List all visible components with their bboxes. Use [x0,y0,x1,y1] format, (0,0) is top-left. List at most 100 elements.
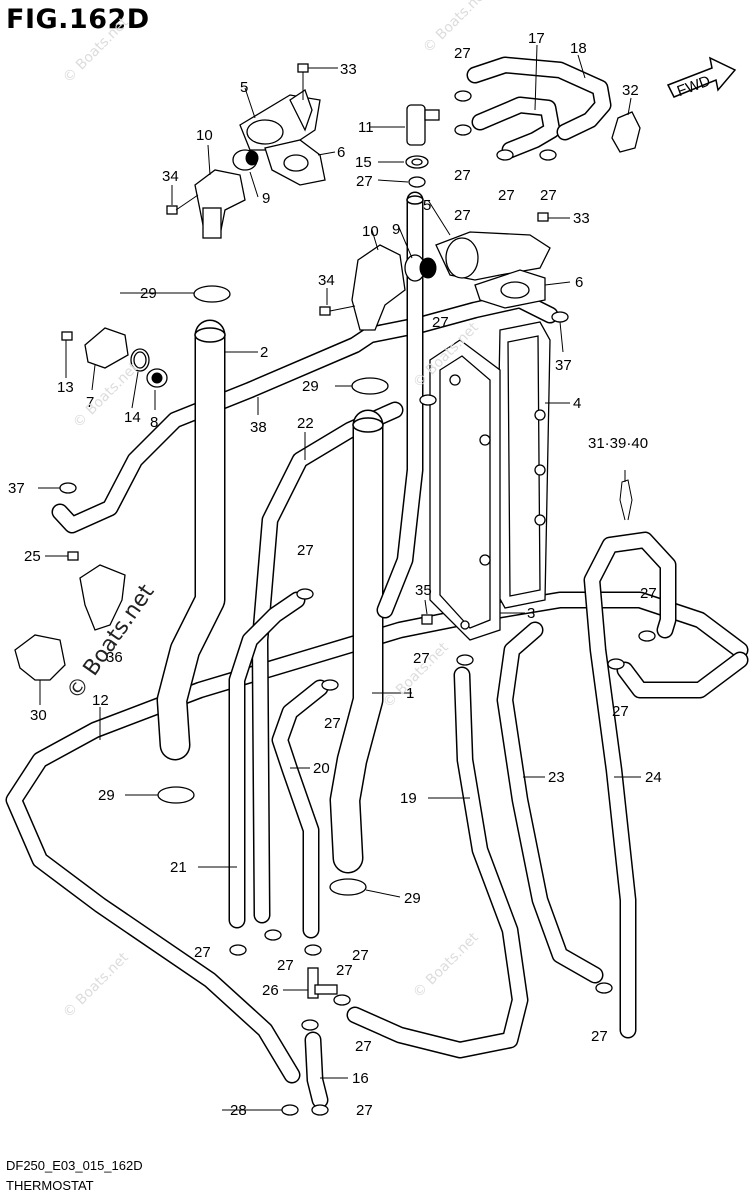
callout-29-b: 29 [302,378,319,395]
callout-30: 30 [30,707,47,724]
callout-34-upper: 34 [162,168,179,185]
callout-5-upper: 5 [240,79,248,96]
callout-29-a: 29 [140,285,157,302]
callout-27-02: 27 [454,167,471,184]
hose-16[interactable] [304,1031,329,1109]
callout-8: 8 [150,414,158,431]
callout-27-07: 27 [324,715,341,732]
callout-22: 22 [297,415,314,432]
callout-6-upper: 6 [337,144,345,161]
callout-31-39-40: 31·39·40 [588,435,648,452]
callout-35: 35 [415,582,432,599]
callout-2: 2 [260,344,268,361]
hose-23[interactable] [496,621,604,984]
hose-1[interactable] [329,409,384,874]
thermostat-9-lower[interactable] [404,254,437,282]
callout-13: 13 [57,379,74,396]
gasket-6-upper[interactable] [264,139,326,186]
callout-27-01: 27 [454,45,471,62]
callout-37-b: 37 [555,357,572,374]
callout-33-upper: 33 [340,61,357,78]
callout-27-18: 27 [454,207,471,224]
thermostat-9-upper[interactable] [232,149,259,171]
leader-lines [38,44,641,1111]
callout-19: 19 [400,790,417,807]
callout-10-lower: 10 [362,223,379,240]
hose-21[interactable] [228,591,306,929]
bolt-13[interactable] [61,331,73,341]
callout-labels: 1 2 3 4 5 5 6 6 7 8 9 9 10 10 11 12 13 1… [8,30,662,1119]
cover-plate-3[interactable] [429,339,501,641]
hose-24[interactable] [583,531,677,1039]
clamp-29-c[interactable] [157,786,195,804]
bolt-33-lower[interactable] [537,212,549,222]
callout-28-b: 28 [230,1102,247,1119]
bolt-35[interactable] [421,614,433,625]
callout-29-d: 29 [404,890,421,907]
callout-7: 7 [86,394,94,411]
fwd-arrow-icon: FWD [666,56,737,100]
callout-24: 24 [645,769,662,786]
hose-2[interactable] [156,319,226,761]
fwd-label: FWD [675,72,713,100]
callout-23: 23 [548,769,565,786]
clamp-29-b[interactable] [351,377,389,395]
callout-38: 38 [250,419,267,436]
hose-20[interactable] [271,679,329,939]
callout-20: 20 [313,760,330,777]
callout-6-lower: 6 [575,274,583,291]
clamp-29-d[interactable] [329,878,367,896]
callout-29-c: 29 [98,787,115,804]
bolt-34-upper[interactable] [166,194,199,215]
callout-36: 36 [106,649,123,666]
hose-12-end[interactable] [616,651,749,699]
callout-26: 26 [262,982,279,999]
bracket-36[interactable] [79,564,126,631]
hose-18[interactable] [466,56,612,141]
callout-27-06: 27 [297,542,314,559]
hose-17[interactable] [471,96,561,159]
clip-32[interactable] [611,111,641,153]
callout-27-04: 27 [540,187,557,204]
callout-9-upper: 9 [262,190,270,207]
clamp-27-group[interactable] [229,90,656,1116]
gasket-4[interactable] [494,321,551,609]
callout-12: 12 [92,692,109,709]
callout-18: 18 [570,40,587,57]
clip-31-39-40[interactable] [619,479,633,521]
sensor-housing-7[interactable] [84,327,129,369]
hose-9-tube[interactable] [376,191,424,619]
thermostat-cover-10-lower[interactable] [351,244,406,331]
o-ring-14[interactable] [130,348,150,372]
fitting-26[interactable] [307,967,338,999]
plug-8[interactable] [146,368,168,388]
clamp-28-group[interactable] [281,176,426,1116]
thermostat-cover-10-upper[interactable] [194,169,246,239]
callout-27-14: 27 [336,962,353,979]
bolt-34-lower[interactable] [319,305,356,316]
gasket-6-lower[interactable] [474,269,546,309]
diagram-name: THERMOSTAT [6,1178,94,1193]
thermostat-housing-5-upper[interactable] [239,88,321,151]
hose-38[interactable] [51,291,559,534]
callout-27-12: 27 [277,957,294,974]
callout-27-17: 27 [591,1028,608,1045]
hose-19[interactable] [346,666,529,1059]
callout-27-15: 27 [355,1038,372,1055]
thermostat-housing-5-lower[interactable] [435,231,551,281]
clamp-30[interactable] [14,634,66,681]
diagram-code: DF250_E03_015_162D [6,1158,143,1173]
callout-32: 32 [622,82,639,99]
washer-15[interactable] [405,155,429,169]
callout-27-16: 27 [356,1102,373,1119]
callout-37-a: 37 [8,480,25,497]
callout-27-05: 27 [432,314,449,331]
clamp-29-a[interactable] [193,285,231,303]
callout-28-a: 27 [356,173,373,190]
callout-27-09: 27 [640,585,657,602]
bolt-25[interactable] [67,551,79,561]
clamp-37[interactable] [59,482,77,494]
fitting-11[interactable] [406,104,440,146]
callout-5-lower: 5 [423,197,431,214]
